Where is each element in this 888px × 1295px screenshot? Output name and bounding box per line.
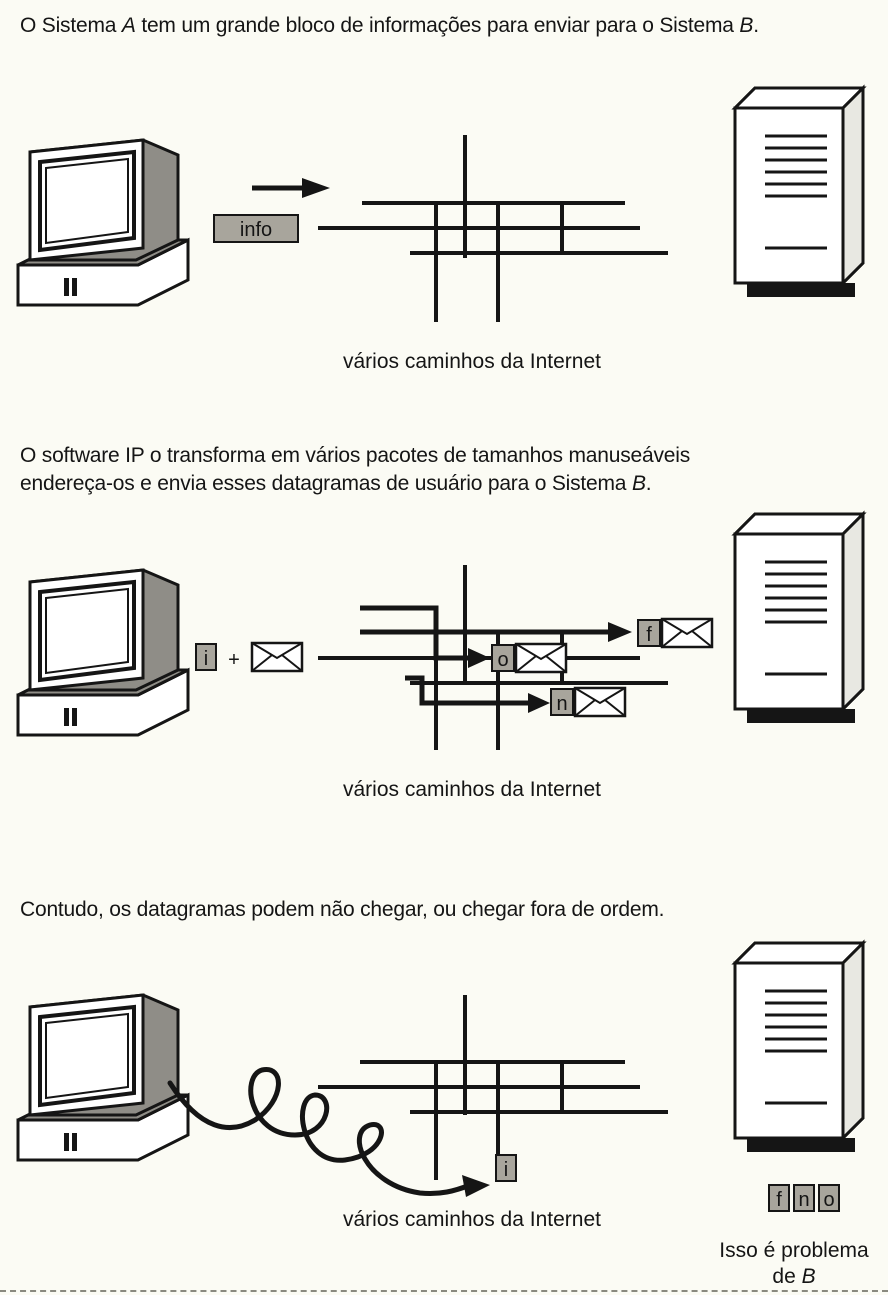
note-line2: de B: [704, 1264, 884, 1290]
envelope-icon: [573, 686, 627, 718]
panel3-diagram: i f n o: [16, 941, 865, 1212]
computer-icon: [16, 138, 190, 307]
panel2-paths-label: vários caminhos da Internet: [343, 778, 601, 801]
packet-label: n: [556, 693, 567, 715]
system-b-label: B: [801, 1265, 816, 1288]
packet-label: o: [497, 649, 508, 671]
server-icon: [733, 941, 865, 1154]
received-packet-n: n: [793, 1184, 815, 1212]
panel2-caption-line2: endereça-os e envia esses datagramas de …: [20, 470, 652, 498]
caption-text: O Sistema: [20, 14, 122, 37]
panel1-diagram: info: [16, 86, 865, 324]
packet-label: n: [798, 1189, 809, 1211]
packet-o: o: [491, 642, 568, 674]
arrow-icon: [252, 178, 330, 198]
bottom-rule: [0, 1290, 888, 1292]
packet-label: f: [646, 624, 652, 646]
info-packet: info: [213, 214, 299, 243]
route-arrow-o: [360, 629, 490, 668]
received-packet-f: f: [768, 1184, 790, 1212]
internet-grid: [318, 995, 668, 1180]
problem-note: Isso é problema de B: [704, 1238, 884, 1290]
internet-grid: [316, 133, 670, 324]
panel1-paths-label: vários caminhos da Internet: [343, 350, 601, 373]
packet-i-source: i: [195, 643, 217, 671]
packet-label: o: [823, 1189, 834, 1211]
packet-f: f: [637, 617, 714, 649]
envelope-icon: [514, 642, 568, 674]
caption-text: tem um grande bloco de informações para …: [135, 14, 740, 37]
server-icon: [733, 86, 865, 299]
computer-icon: [16, 993, 190, 1162]
system-a-label: A: [121, 14, 136, 37]
caption-text: .: [645, 472, 652, 495]
server-icon: [733, 512, 865, 725]
packet-i-lost: i: [495, 1154, 517, 1182]
system-b-label: B: [631, 472, 646, 495]
route-arrow-f: [360, 605, 632, 642]
tangled-path-arrow: [167, 1067, 490, 1197]
note-line1: Isso é problema: [719, 1239, 869, 1262]
system-b-label: B: [739, 14, 754, 37]
panel3-caption: Contudo, os datagramas podem não chegar,…: [20, 898, 665, 921]
note-text: de: [772, 1265, 802, 1288]
envelope-icon: [660, 617, 714, 649]
computer-icon: [16, 568, 190, 737]
received-packet-o: o: [818, 1184, 840, 1212]
panel3-paths-label: vários caminhos da Internet: [343, 1208, 601, 1231]
panel1-caption: O Sistema A tem um grande bloco de infor…: [20, 12, 759, 40]
packet-n: n: [550, 686, 627, 718]
plus-sign: +: [228, 649, 240, 671]
envelope-icon: [250, 641, 304, 673]
received-packets: f n o: [768, 1184, 840, 1212]
packet-label: i: [504, 1159, 508, 1181]
panel2-diagram: i + f o n: [16, 512, 865, 750]
info-label: info: [240, 219, 272, 241]
panel2-caption-line1: O software IP o transforma em vários pac…: [20, 444, 691, 467]
packet-label: i: [204, 648, 208, 670]
caption-text: .: [753, 14, 759, 37]
route-arrow-n: [405, 675, 550, 713]
packet-label: f: [776, 1189, 782, 1211]
caption-text: endereça-os e envia esses datagramas de …: [20, 472, 632, 495]
